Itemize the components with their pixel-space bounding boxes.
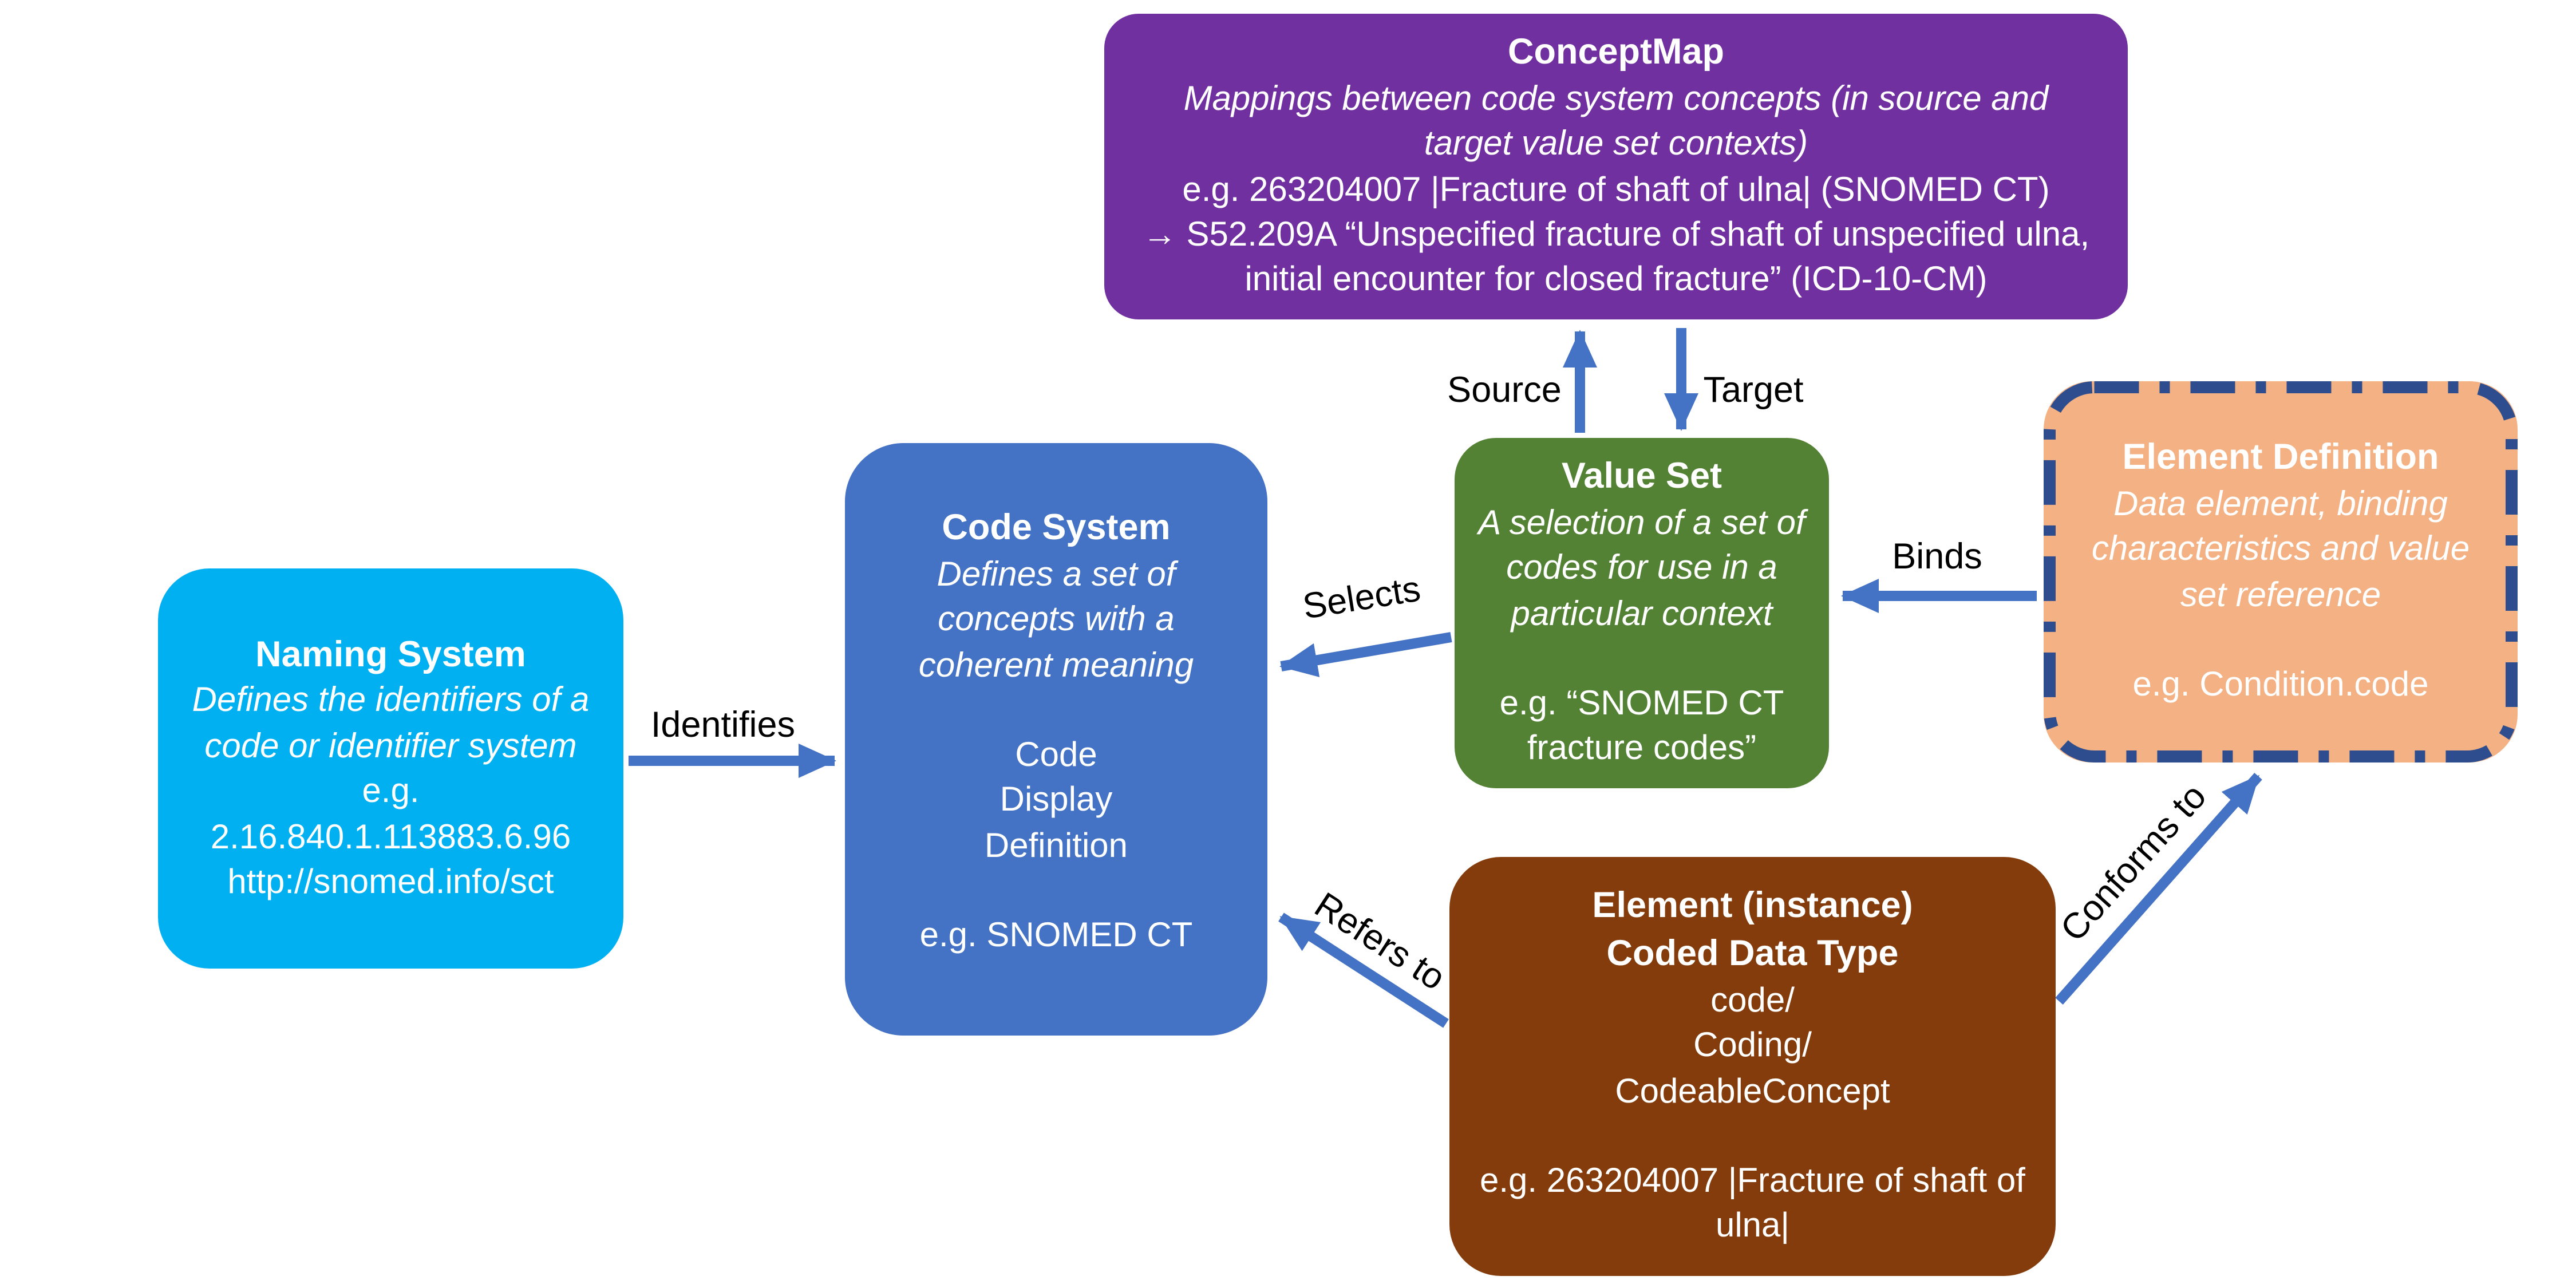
code-system-node: Code System Defines a set of concepts wi… [845, 443, 1267, 1036]
concept-map-example-1: e.g. 263204007 |Fracture of shaft of uln… [1182, 171, 2050, 209]
relation-label-source: Source [1447, 371, 1562, 410]
value-set-node: Value Set A selection of a set of codes … [1455, 438, 1829, 788]
relation-label-binds: Binds [1892, 538, 1982, 577]
naming-system-example-label: e.g. [362, 773, 420, 811]
naming-system-title: Naming System [255, 634, 526, 674]
relation-label-conforms-to: Conforms to [2053, 777, 2215, 950]
relation-label-selects: Selects [1300, 570, 1424, 627]
value-set-description: A selection of a set of codes for use in… [1478, 504, 1805, 633]
concept-map-title: ConceptMap [1508, 33, 1724, 73]
element-definition-description: Data element, binding characteristics an… [2091, 486, 2470, 615]
relation-label-target: Target [1703, 371, 1804, 410]
element-definition-title: Element Definition [2122, 438, 2439, 479]
code-system-description: Defines a set of concepts with a coheren… [918, 556, 1194, 685]
concept-map-node: ConceptMap Mappings between code system … [1104, 14, 2128, 319]
code-system-attribute-display: Display [999, 781, 1113, 820]
naming-system-example-uri: http://snomed.info/sct [227, 863, 554, 902]
code-system-attribute-code: Code [1015, 736, 1097, 775]
concept-map-example-2: → S52.209A “Unspecified fracture of shaf… [1142, 216, 2090, 300]
naming-system-example-oid: 2.16.840.1.113883.6.96 [210, 818, 571, 856]
element-definition-node: Element Definition Data element, binding… [2044, 381, 2518, 762]
relation-label-identifies: Identifies [650, 706, 796, 745]
code-system-attribute-definition: Definition [984, 827, 1128, 866]
concept-map-description: Mappings between code system concepts (i… [1183, 80, 2049, 164]
element-instance-example: e.g. 263204007 |Fracture of shaft of uln… [1480, 1162, 2025, 1246]
element-instance-type-codeableconcept: CodeableConcept [1615, 1072, 1890, 1111]
element-definition-example: e.g. Condition.code [2132, 666, 2429, 705]
value-set-example: e.g. “SNOMED CT fracture codes” [1499, 685, 1784, 769]
element-instance-title-line2: Coded Data Type [1606, 934, 1899, 974]
element-instance-title-line1: Element (instance) [1592, 886, 1913, 926]
value-set-title: Value Set [1561, 457, 1722, 497]
code-system-example: e.g. SNOMED CT [919, 917, 1193, 955]
relation-label-refers-to: Refers to [1307, 886, 1452, 999]
element-instance-type-coding: Coding/ [1693, 1027, 1812, 1065]
selects-arrow [1279, 632, 1452, 677]
code-system-title: Code System [942, 508, 1171, 548]
naming-system-node: Naming System Defines the identifiers of… [158, 568, 623, 969]
element-instance-node: Element (instance) Coded Data Type code/… [1449, 857, 2056, 1276]
naming-system-description: Defines the identifiers of a code or ide… [192, 682, 590, 766]
element-instance-type-code: code/ [1710, 982, 1795, 1020]
